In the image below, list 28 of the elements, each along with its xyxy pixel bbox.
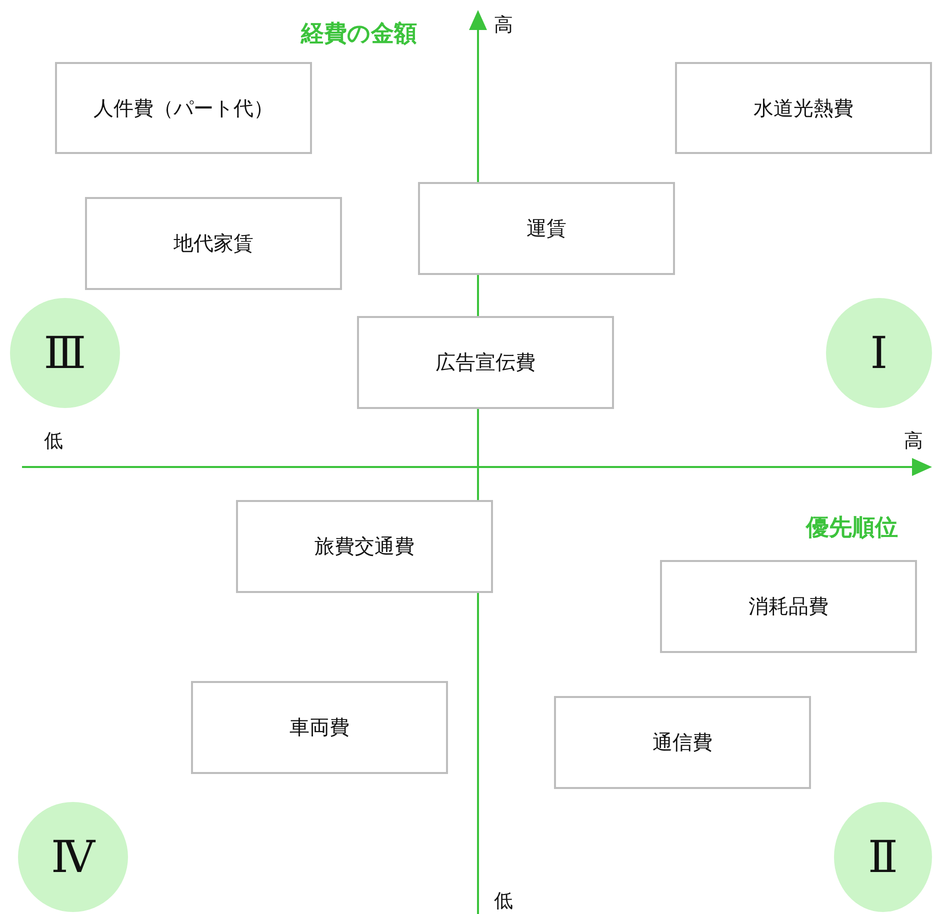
expense-box [357, 316, 614, 409]
expense-label: 車両費 [290, 714, 350, 741]
expense-box [55, 62, 312, 154]
axis-end-label: 低 [44, 429, 63, 454]
quadrant-numeral: Ⅱ [868, 832, 898, 882]
expense-label: 旅費交通費 [314, 533, 414, 560]
expense-box [191, 681, 448, 774]
axis-title: 優先順位 [806, 514, 898, 543]
expense-box [236, 500, 493, 593]
axis-end-label: 低 [494, 889, 513, 914]
expense-label: 地代家賃 [174, 230, 254, 257]
expense-box [418, 182, 675, 275]
expense-box [675, 62, 932, 154]
axis-end-label: 高 [494, 13, 513, 38]
quadrant-numeral: Ⅳ [51, 832, 95, 882]
axis-end-label: 高 [904, 429, 923, 454]
expense-label: 人件費（パート代） [94, 94, 274, 122]
expense-label: 消耗品費 [748, 593, 828, 620]
expense-box [85, 197, 342, 290]
expense-label: 通信費 [652, 729, 712, 756]
expense-box [660, 560, 917, 653]
expense-label: 広告宣伝費 [436, 349, 536, 376]
quadrant-numeral: Ⅰ [870, 328, 888, 378]
expense-box [554, 696, 811, 789]
quadrant-numeral: Ⅲ [44, 328, 86, 378]
axis-title: 経費の金額 [301, 20, 417, 49]
expense-label: 運賃 [526, 215, 566, 242]
expense-label: 水道光熱費 [754, 94, 854, 122]
